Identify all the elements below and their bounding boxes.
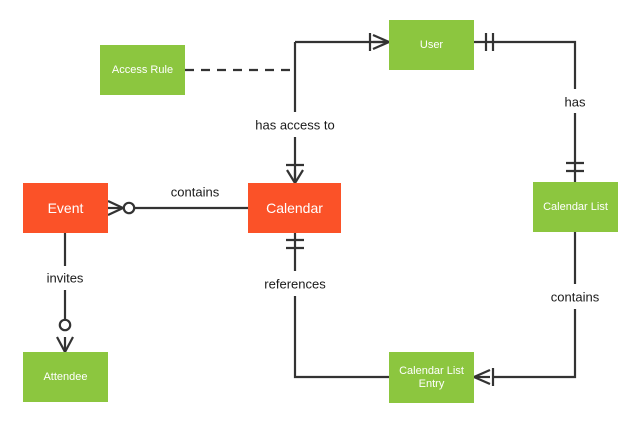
connector-user-to-calendar-list-rail — [474, 40, 577, 89]
entity-access-rule[interactable]: Access Rule — [100, 45, 185, 95]
cardinality-zero-or-many-attendee-top — [56, 318, 74, 353]
entity-attendee[interactable]: Attendee — [23, 352, 108, 402]
entity-calendar-list-entry-label: Calendar List Entry — [399, 364, 464, 390]
cardinality-exactly-one-user-right — [484, 33, 495, 51]
cardinality-one-or-many-entry-right — [473, 368, 495, 386]
cardinality-exactly-one-calendar-list-top — [566, 161, 584, 173]
cardinality-one-or-many-calendar-top — [286, 163, 304, 184]
cardinality-one-or-many-user-left — [368, 33, 390, 51]
entity-user[interactable]: User — [389, 20, 474, 70]
relationship-label-contains-event-calendar: contains — [170, 184, 220, 200]
entity-event-label: Event — [47, 199, 84, 216]
relationship-label-has: has — [564, 94, 586, 110]
relationship-label-references: references — [264, 276, 326, 292]
entity-event[interactable]: Event — [23, 183, 108, 233]
connector-calendar-list-contains-lower — [493, 309, 577, 379]
entity-calendar[interactable]: Calendar — [248, 183, 341, 233]
entity-access-rule-label: Access Rule — [111, 63, 174, 76]
entity-attendee-label: Attendee — [43, 370, 88, 383]
relationship-label-has-access-to: has access to — [255, 117, 335, 133]
entity-calendar-list-label: Calendar List — [543, 200, 608, 213]
entity-calendar-label: Calendar — [266, 199, 323, 216]
relationship-label-contains-calendar-list: contains — [550, 289, 600, 305]
cardinality-zero-or-many-event-right — [107, 200, 136, 216]
entity-user-label: User — [419, 38, 444, 51]
relationship-label-invites: invites — [46, 270, 84, 286]
entity-calendar-list[interactable]: Calendar List — [533, 182, 618, 232]
cardinality-exactly-one-calendar-bottom — [286, 238, 304, 250]
entity-calendar-list-entry[interactable]: Calendar List Entry — [389, 352, 474, 403]
connector-calendar-references-lower — [293, 296, 389, 379]
